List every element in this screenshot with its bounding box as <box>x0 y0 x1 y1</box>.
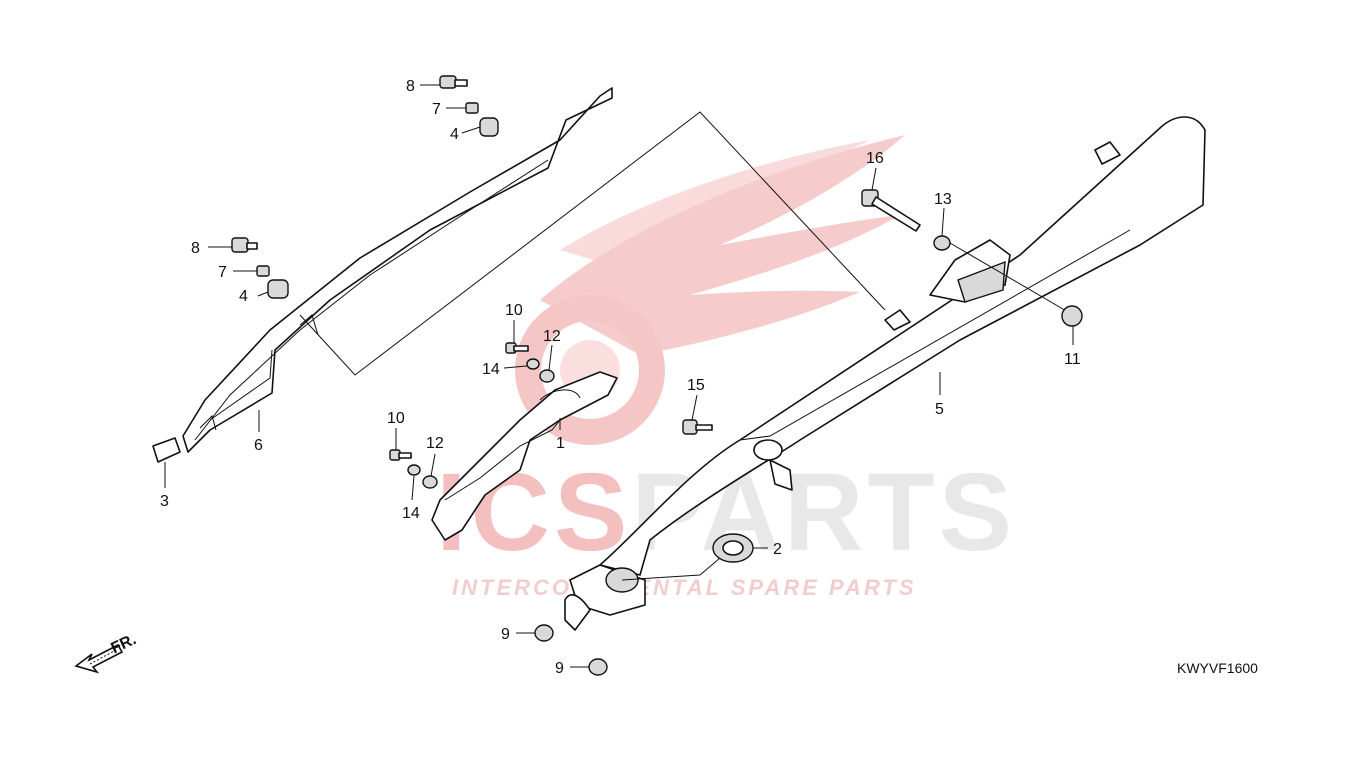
callout-8-left: 8 <box>191 240 200 257</box>
callout-5: 5 <box>935 401 944 418</box>
callout-3: 3 <box>160 493 169 510</box>
watermark: ICSPARTS INTERCONTINENTAL SPARE PARTS <box>436 135 1016 600</box>
callout-12-lower: 12 <box>426 435 444 452</box>
screw-10-lower[interactable] <box>389 449 412 461</box>
front-direction-arrow-icon <box>74 643 124 674</box>
callout-labels: 8 7 4 8 7 4 6 3 10 12 14 10 12 14 1 15 2… <box>160 78 1081 677</box>
washer-13[interactable] <box>933 235 951 251</box>
collar-7-left[interactable] <box>256 265 270 277</box>
front-marker-label: FR. <box>108 631 139 657</box>
collar-7-top[interactable] <box>465 102 479 114</box>
callout-7-top: 7 <box>432 101 441 118</box>
callout-4-left: 4 <box>239 288 248 305</box>
callout-10-upper: 10 <box>505 302 523 319</box>
nut-11[interactable] <box>1061 305 1083 327</box>
part-5-muffler[interactable] <box>599 116 1206 576</box>
callout-13: 13 <box>934 191 952 208</box>
washer-12-upper[interactable] <box>539 369 555 383</box>
callout-16: 16 <box>866 150 884 167</box>
callout-10-lower: 10 <box>387 410 405 427</box>
nut-9-lower[interactable] <box>588 658 608 676</box>
nut-9-upper[interactable] <box>534 624 554 642</box>
screw-10-upper[interactable] <box>505 342 529 354</box>
callout-2: 2 <box>773 541 782 558</box>
callout-9-upper: 9 <box>501 626 510 643</box>
gasket-2[interactable] <box>712 533 754 563</box>
grommet-4-top[interactable] <box>479 117 499 137</box>
washer-14-upper[interactable] <box>526 358 540 370</box>
cap-3[interactable] <box>152 437 181 463</box>
muffler-bracket[interactable] <box>929 239 1011 303</box>
exhaust-flange[interactable] <box>564 564 646 631</box>
callout-4-top: 4 <box>450 126 459 143</box>
watermark-tagline: INTERCONTINENTAL SPARE PARTS <box>452 575 917 600</box>
diagram-code: KWYVF1600 <box>1177 660 1258 676</box>
callout-8-top: 8 <box>406 78 415 95</box>
washer-12-lower[interactable] <box>422 475 438 489</box>
callout-7-left: 7 <box>218 264 227 281</box>
callout-11: 11 <box>1064 351 1081 368</box>
callout-1: 1 <box>556 435 565 452</box>
callout-6: 6 <box>254 437 263 454</box>
bolt-8-top[interactable] <box>439 75 468 89</box>
callout-9-lower: 9 <box>555 660 564 677</box>
bolt-15[interactable] <box>682 419 713 435</box>
callout-14-lower: 14 <box>402 505 420 522</box>
callout-14-upper: 14 <box>482 361 500 378</box>
watermark-brand-grey: PARTS <box>631 451 1016 574</box>
part-1-heat-guard[interactable] <box>431 371 618 541</box>
part-6-muffler-cover[interactable] <box>182 87 613 453</box>
callout-15: 15 <box>687 377 705 394</box>
grommet-4-left[interactable] <box>267 279 289 299</box>
bolt-16[interactable] <box>861 189 921 232</box>
callout-12-upper: 12 <box>543 328 561 345</box>
bolt-8-left[interactable] <box>231 237 258 253</box>
washer-14-lower[interactable] <box>407 464 421 476</box>
group-leader-lines <box>299 111 886 376</box>
